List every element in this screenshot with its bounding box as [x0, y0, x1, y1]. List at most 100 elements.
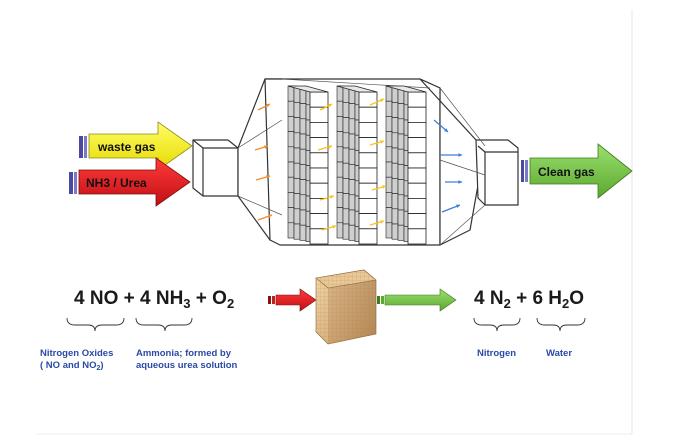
catalyst-modules — [287, 85, 427, 245]
catalyst-cell-back — [287, 192, 295, 208]
catalyst-cell-back — [391, 147, 399, 164]
catalyst-cell-back — [336, 161, 344, 178]
flow-arrow-blue — [441, 204, 461, 213]
catalyst-cell-back — [293, 117, 301, 134]
catalyst-cell-back — [287, 207, 295, 224]
catalyst-cell-back — [336, 85, 344, 102]
catalyst-cell-back — [385, 222, 393, 239]
catalyst-cell-back — [299, 179, 307, 196]
catalyst-cell-back — [299, 194, 307, 211]
catalyst-cell-back — [299, 164, 307, 180]
catalyst-cell-back — [385, 131, 393, 148]
catalyst-cell-back — [391, 86, 399, 103]
catalyst-cell-back — [391, 178, 399, 194]
catalyst-cell-front — [358, 106, 378, 123]
products-equation: 4 N2 + 6 H2O — [474, 288, 584, 311]
catalyst-cell-back — [348, 209, 356, 226]
catalyst-cell-back — [348, 133, 356, 150]
reactant-part: 3 — [183, 296, 191, 311]
catalyst-cell-front — [309, 197, 329, 214]
catalyst-cell-back — [397, 224, 405, 241]
catalyst-cell-back — [342, 117, 350, 134]
catalyst-cell-front — [309, 122, 329, 139]
catalyst-cell-back — [293, 162, 301, 179]
catalyst-cell-back — [385, 176, 393, 193]
catalyst-cell-back — [293, 208, 301, 225]
catalyst-cell-back — [397, 133, 405, 150]
catalyst-cell-back — [348, 103, 356, 120]
flow-arrow-orange — [254, 145, 269, 151]
reactant-part: 4 NO + 4 NH — [74, 288, 184, 309]
catalyst-cell-back — [299, 133, 307, 150]
catalyst-cell-back — [391, 223, 399, 240]
flow-arrow-blue — [433, 119, 449, 133]
catalyst-cell-back — [397, 148, 405, 165]
catalyst-cell-back — [287, 100, 295, 117]
catalyst-cell-back — [336, 222, 344, 239]
reactant-part: 2 — [226, 296, 235, 311]
catalyst-cell-back — [293, 147, 301, 164]
catalyst-cell-front — [407, 106, 427, 123]
reactant-part: + O — [190, 288, 227, 309]
clean-gas-arrow: Clean gas — [521, 143, 633, 199]
nitrogen-oxides-label: Nitrogen Oxides ( NO and NO2) — [40, 348, 113, 375]
catalyst-cell-back — [342, 193, 350, 210]
catalyst-cell-front — [309, 213, 329, 230]
flow-arrow-yellow — [369, 140, 385, 146]
waste-gas-arrow: waste gas — [79, 121, 193, 171]
flow-arrow-orange — [257, 103, 271, 111]
outlet-box — [475, 139, 519, 206]
flow-arrow-yellow — [371, 185, 387, 191]
catalyst-cell-back — [299, 103, 307, 120]
catalyst-cell-front — [358, 197, 378, 214]
catalyst-cell-back — [342, 208, 350, 225]
flow-arrow-blue — [445, 180, 462, 184]
catalyst-cell-back — [336, 192, 344, 208]
catalyst-cell-back — [287, 222, 295, 239]
catalyst-cell-back — [385, 207, 393, 224]
catalyst-cell-back — [342, 102, 350, 118]
catalyst-cell-back — [287, 146, 295, 163]
catalyst-cell-back — [336, 100, 344, 117]
ammonia-line1: Ammonia; formed by — [136, 348, 232, 359]
nitrogen-oxides-line1: Nitrogen Oxides — [40, 348, 114, 359]
brace-nitrogen-oxides — [66, 317, 125, 332]
ammonia-label: Ammonia; formed by aqueous urea solution — [136, 348, 237, 372]
catalyst-cell-front — [309, 137, 329, 154]
catalyst-cell-front — [407, 213, 427, 230]
catalyst-cell-back — [391, 117, 399, 134]
catalyst-cell-back — [287, 161, 295, 178]
product-part: 2 — [562, 296, 570, 311]
catalyst-cell-back — [342, 162, 350, 179]
catalyst-cell-back — [342, 147, 350, 164]
catalyst-cell-back — [299, 148, 307, 165]
catalyst-cell-front — [358, 182, 378, 199]
waste-gas-label: waste gas — [97, 140, 156, 154]
catalyst-cell-back — [397, 103, 405, 120]
flow-arrow-yellow — [321, 225, 337, 231]
catalyst-top — [287, 85, 329, 93]
catalyst-cell-front — [309, 106, 329, 123]
catalyst-cell-back — [397, 209, 405, 226]
catalyst-cell-front — [358, 167, 378, 184]
catalyst-cell-front — [358, 91, 378, 108]
catalyst-cell-front — [407, 197, 427, 214]
catalyst-cell-back — [293, 193, 301, 210]
flow-arrow-orange — [257, 214, 273, 221]
catalyst-cell-back — [385, 85, 393, 102]
catalyst-cell-back — [342, 178, 350, 194]
catalyst-cell-back — [385, 116, 393, 132]
catalyst-cell-back — [397, 164, 405, 180]
reaction-green-arrow — [377, 288, 457, 312]
catalyst-cell-back — [397, 194, 405, 211]
flow-arrow-blue — [440, 153, 462, 157]
flow-arrow-yellow — [369, 98, 385, 106]
catalyst-cell-front — [407, 91, 427, 108]
catalyst-cell-back — [336, 146, 344, 163]
catalyst-module — [336, 85, 378, 245]
nitrogen-oxides-line2-a: ( NO and NO — [40, 360, 97, 371]
catalyst-cell-back — [342, 132, 350, 149]
catalyst-cell-back — [348, 118, 356, 135]
flow-arrow-yellow — [319, 103, 333, 111]
catalyst-cell-front — [358, 122, 378, 139]
